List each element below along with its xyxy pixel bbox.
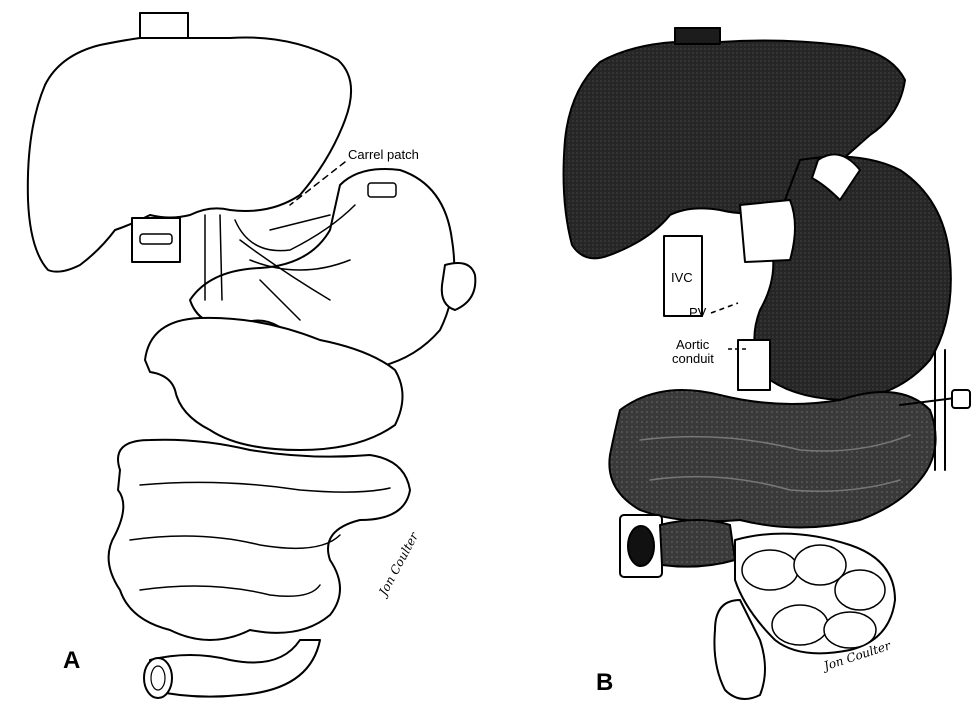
ivc-stump-b <box>675 28 720 44</box>
carrel-patch-label: Carrel patch <box>348 147 419 162</box>
terminal-ileum <box>150 640 320 697</box>
pancreas-region <box>740 200 795 262</box>
panel-a <box>28 13 476 698</box>
ivc-stump <box>140 13 188 38</box>
panel-b <box>564 28 970 699</box>
drain-clamp <box>952 390 970 408</box>
pv-label: PV <box>689 305 707 320</box>
liver-illustration <box>28 13 351 272</box>
stoma-limb <box>660 520 735 567</box>
artist-signature-a: Jon Coulter <box>375 529 422 600</box>
ivc-label: IVC <box>671 270 693 285</box>
panel-b-label: B <box>596 669 613 696</box>
colon-graft-illustration <box>609 390 935 528</box>
aortic-label-line2: conduit <box>672 351 714 366</box>
aortic-label-line1: Aortic <box>676 337 710 352</box>
spleen <box>442 263 476 310</box>
aortic-conduit <box>738 340 770 390</box>
panel-a-label: A <box>63 647 80 674</box>
ivc-cut-end <box>132 218 180 262</box>
small-bowel-illustration <box>109 440 410 640</box>
pv-leader <box>711 303 738 313</box>
ileum-cut-end <box>144 658 172 698</box>
